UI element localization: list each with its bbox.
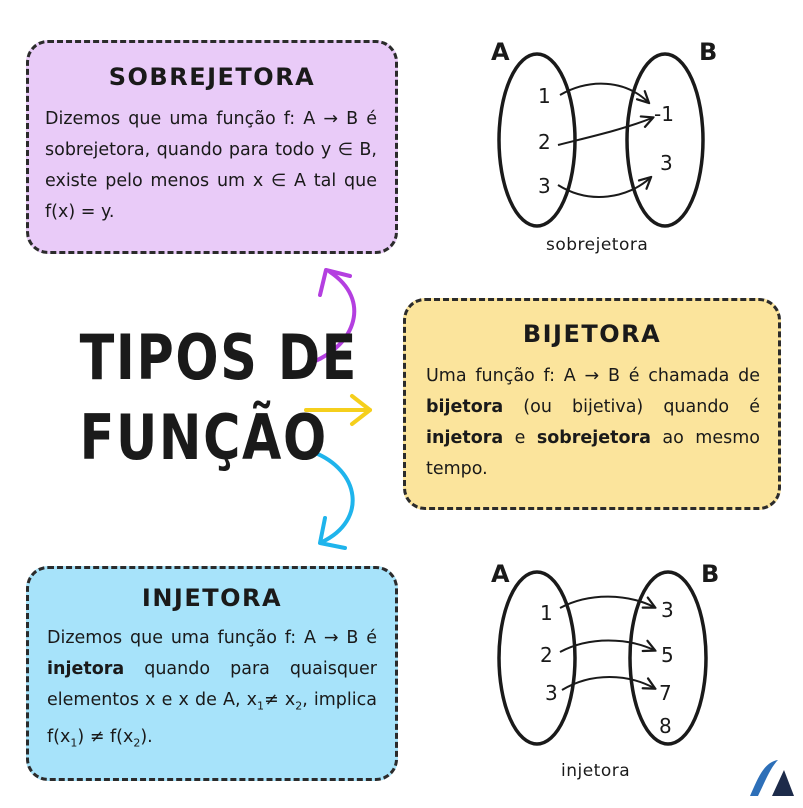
text-span: Uma função f: A → B é chamada de <box>426 366 760 386</box>
card-heading: SOBREJETORA <box>108 63 316 91</box>
card-text: Uma função f: A → B é chamada de bijetor… <box>426 361 760 485</box>
a-item: 2 <box>540 643 553 667</box>
main-title-line2: FUNÇÃO <box>79 401 328 474</box>
text-span: Dizemos que uma função f: A → B é <box>47 628 377 648</box>
a-item: 2 <box>538 130 551 154</box>
main-title-line1: TIPOS DE <box>79 321 359 394</box>
bold-term: bijetora <box>426 397 504 417</box>
diagram-injetora: A B 1 2 3 3 5 7 8 injetora <box>491 560 719 781</box>
set-a-label: A <box>491 38 510 66</box>
set-a-ellipse <box>497 570 577 746</box>
diagram-caption: sobrejetora <box>546 235 648 255</box>
card-text: Dizemos que uma função f: A → B é injeto… <box>47 623 377 758</box>
text-span: ) ≠ f(x <box>77 726 134 747</box>
a-item: 1 <box>540 601 553 625</box>
text-span: ao mesmo tempo. <box>426 428 760 479</box>
set-a-label: A <box>491 560 510 588</box>
set-b-ellipse <box>628 570 708 746</box>
set-b-ellipse <box>625 52 705 228</box>
text-span: , implica f(x <box>47 690 377 747</box>
subscript: 2 <box>295 699 303 713</box>
subscript: 2 <box>133 736 141 749</box>
text-span: e <box>503 428 537 448</box>
b-item: 3 <box>661 598 674 622</box>
card-text: Dizemos que uma função f: A → B é sobrej… <box>45 109 377 222</box>
card-bijetora: BIJETORA Uma função f: A → B é chamada d… <box>403 298 781 510</box>
text-span: ≠ x <box>264 690 296 710</box>
card-injetora: INJETORA Dizemos que uma função f: A → B… <box>26 566 398 781</box>
arrow-to-sobrejetora <box>311 268 357 364</box>
b-item: -1 <box>654 102 674 126</box>
arrow-to-bijetora <box>304 394 372 426</box>
main-title: TIPOS DE FUNÇÃO <box>79 318 359 478</box>
mapping-arrows <box>559 595 654 691</box>
a-item: 3 <box>538 174 551 198</box>
set-b-label: B <box>701 560 719 588</box>
bold-term: injetora <box>426 428 504 448</box>
text-span: ). <box>140 726 153 747</box>
brand-logo <box>750 760 794 796</box>
a-item: 3 <box>545 681 558 705</box>
text-span: quando para quaisquer elementos x e x de… <box>47 659 377 710</box>
card-sobrejetora: SOBREJETORA Dizemos que uma função f: A … <box>26 40 398 254</box>
b-item: 7 <box>659 681 672 705</box>
b-item: 8 <box>659 714 672 738</box>
subscript: 1 <box>70 736 78 749</box>
arrow-to-injetora <box>311 450 355 550</box>
set-a-ellipse <box>497 52 577 228</box>
card-heading: INJETORA <box>141 584 283 612</box>
b-item: 3 <box>660 151 673 175</box>
subscript: 1 <box>257 699 265 713</box>
diagram-caption: injetora <box>561 761 630 781</box>
text-span: (ou bijetiva) quando é <box>503 397 760 417</box>
set-b-label: B <box>699 38 717 66</box>
diagram-sobrejetora: A B 1 2 3 -1 3 sobrejetora <box>491 38 717 255</box>
a-item: 1 <box>538 84 551 108</box>
bold-term: sobrejetora <box>536 428 651 448</box>
card-heading: BIJETORA <box>522 320 662 348</box>
b-item: 5 <box>661 643 674 667</box>
bold-term: injetora <box>47 659 125 679</box>
mapping-arrows <box>557 82 652 198</box>
